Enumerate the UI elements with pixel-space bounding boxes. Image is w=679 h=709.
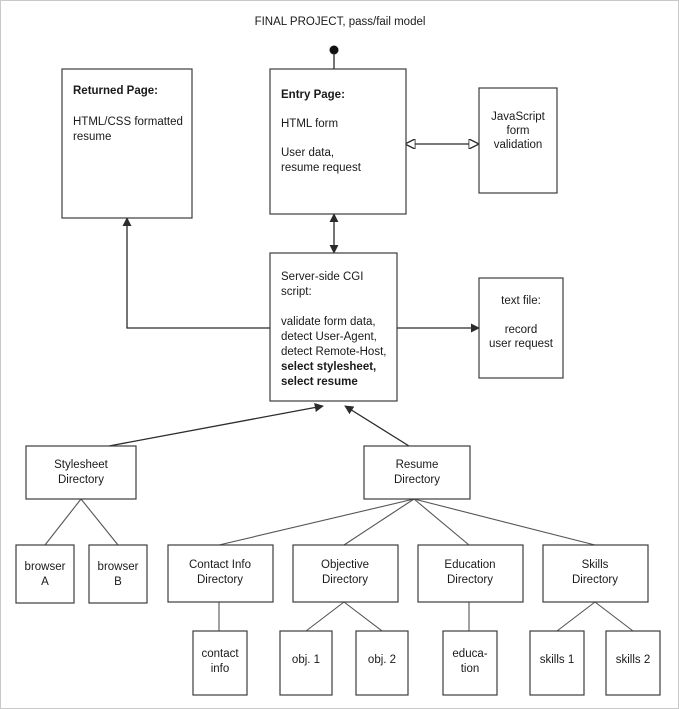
returned-page-line2: resume xyxy=(73,131,111,143)
cgi-script-line5: detect Remote-Host, xyxy=(281,346,386,358)
connector-skills-dir-to-leaves xyxy=(556,601,634,632)
connector-stylesheet-dir-to-cgi-script xyxy=(108,403,324,447)
cgi-script-line6: select stylesheet, xyxy=(281,361,376,373)
cgi-script-line2: script: xyxy=(281,286,312,298)
cgi-script-line4: detect User-Agent, xyxy=(281,331,377,343)
contact-info-dir-line2: Directory xyxy=(197,574,243,586)
stylesheet-dir-line2: Directory xyxy=(58,474,104,486)
js-validation-line1: JavaScript xyxy=(491,111,545,123)
objective-dir-line1: Objective xyxy=(321,559,369,571)
entry-page-line2: User data, xyxy=(281,147,334,159)
connector-resume-dir-to-cgi-script xyxy=(344,405,410,447)
education-leaf-line1: educa- xyxy=(452,648,487,660)
resume-dir-line2: Directory xyxy=(394,474,440,486)
text-file-line1: text file: xyxy=(501,295,541,307)
node-returned-page[interactable]: Returned Page: HTML/CSS formatted resume xyxy=(61,68,193,219)
entry-page-line3: resume request xyxy=(281,162,362,174)
text-file-line2: record xyxy=(505,324,538,336)
returned-page-line1: HTML/CSS formatted xyxy=(73,116,183,128)
node-education-directory[interactable]: Education Directory xyxy=(417,544,524,603)
connector-objective-dir-to-leaves xyxy=(305,601,383,632)
node-js-form-validation[interactable]: JavaScript form validation xyxy=(478,87,558,194)
skills1-leaf-line1: skills 1 xyxy=(540,654,575,666)
stylesheet-dir-line1: Stylesheet xyxy=(54,459,109,471)
returned-page-heading: Returned Page: xyxy=(73,85,158,97)
page-title: FINAL PROJECT, pass/fail model xyxy=(255,16,426,28)
contact-info-leaf-line2: info xyxy=(211,663,230,675)
node-skills1-leaf[interactable]: skills 1 xyxy=(529,630,585,696)
node-obj2-leaf[interactable]: obj. 2 xyxy=(355,630,409,696)
js-validation-line2: form xyxy=(507,125,530,137)
js-validation-line3: validation xyxy=(494,139,543,151)
node-obj1-leaf[interactable]: obj. 1 xyxy=(279,630,333,696)
browser-a-line2: A xyxy=(41,576,49,588)
contact-info-leaf-line1: contact xyxy=(201,648,239,660)
obj1-leaf-line1: obj. 1 xyxy=(292,654,320,666)
node-cgi-script[interactable]: Server-side CGI script: validate form da… xyxy=(269,252,398,402)
education-leaf-line2: tion xyxy=(461,663,480,675)
browser-b-line2: B xyxy=(114,576,122,588)
node-contact-info-directory[interactable]: Contact Info Directory xyxy=(167,544,274,603)
node-browser-a[interactable]: browser A xyxy=(15,544,75,604)
connector-resume-dir-to-subdirs xyxy=(218,498,596,546)
skills2-leaf-line1: skills 2 xyxy=(616,654,651,666)
node-browser-b[interactable]: browser B xyxy=(88,544,148,604)
skills-dir-line2: Directory xyxy=(572,574,618,586)
connector-cgi-script-to-returned-page xyxy=(122,217,271,329)
node-skills-directory[interactable]: Skills Directory xyxy=(542,544,649,603)
connector-start-dot-to-entry-page xyxy=(329,45,339,69)
entry-page-heading: Entry Page: xyxy=(281,89,345,101)
node-entry-page[interactable]: Entry Page: HTML form User data, resume … xyxy=(269,68,407,215)
node-education-leaf[interactable]: educa- tion xyxy=(442,630,498,696)
browser-b-line1: browser xyxy=(98,561,139,573)
resume-dir-line1: Resume xyxy=(396,459,439,471)
obj2-leaf-line1: obj. 2 xyxy=(368,654,396,666)
contact-info-dir-line1: Contact Info xyxy=(189,559,251,571)
cgi-script-line7: select resume xyxy=(281,376,358,388)
education-dir-line2: Directory xyxy=(447,574,493,586)
cgi-script-line3: validate form data, xyxy=(281,316,376,328)
node-stylesheet-directory[interactable]: Stylesheet Directory xyxy=(25,445,137,500)
skills-dir-line1: Skills xyxy=(582,559,609,571)
education-dir-line1: Education xyxy=(444,559,495,571)
node-resume-directory[interactable]: Resume Directory xyxy=(363,445,471,500)
entry-page-line1: HTML form xyxy=(281,118,338,130)
cgi-script-line1: Server-side CGI xyxy=(281,271,363,283)
browser-a-line1: browser xyxy=(25,561,66,573)
connector-stylesheet-dir-to-browsers xyxy=(44,498,119,546)
node-text-file[interactable]: text file: record user request xyxy=(478,277,564,379)
objective-dir-line2: Directory xyxy=(322,574,368,586)
node-skills2-leaf[interactable]: skills 2 xyxy=(605,630,661,696)
node-contact-info-leaf[interactable]: contact info xyxy=(192,630,248,696)
node-objective-directory[interactable]: Objective Directory xyxy=(292,544,399,603)
text-file-line3: user request xyxy=(489,338,554,350)
